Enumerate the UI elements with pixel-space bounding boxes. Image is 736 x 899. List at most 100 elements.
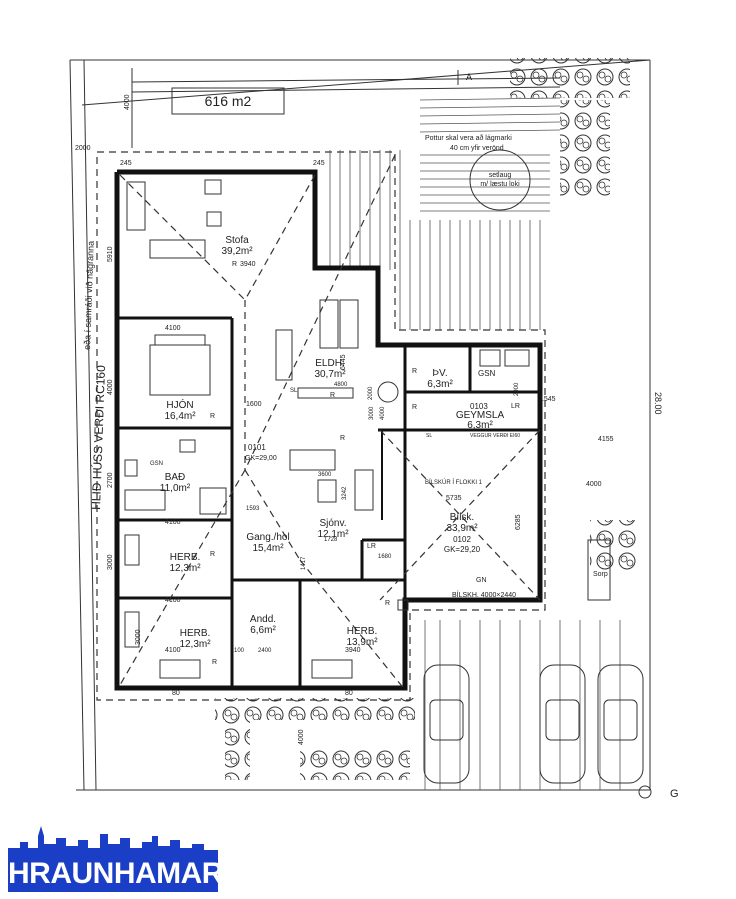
dim: 245 [313, 160, 325, 167]
gn-label: GN [476, 577, 487, 584]
r-label-6: R [210, 551, 215, 558]
car-2 [539, 664, 586, 784]
r-label-8: R [385, 600, 390, 607]
lot-boundary [69, 59, 651, 791]
room-hjon-area: 16,4m² [164, 411, 196, 422]
wall-class: VEGGUR VERÐI EI60 [470, 433, 520, 439]
dim: 2700 [107, 472, 114, 488]
sl-label-2: SL [426, 433, 432, 439]
trees [215, 58, 640, 780]
dim: 1417 [301, 556, 307, 570]
interior-walls [117, 316, 540, 688]
dim: 100 [234, 648, 245, 654]
car-1 [423, 664, 470, 784]
r-label-2: R [330, 392, 335, 399]
room-gang-name: Gang./hol [246, 532, 289, 543]
room-sjonv-area: 12,1m² [317, 529, 349, 540]
room-sjonv-name: Sjónv. [319, 518, 346, 529]
build-outline [96, 151, 546, 701]
r-label-7: R [212, 659, 217, 666]
dim: 4000 [380, 406, 386, 420]
sl-label: SL [290, 388, 298, 394]
room-bad-name: BAÐ [165, 472, 186, 483]
dim: 245 [120, 160, 132, 167]
dim: 6285 [515, 514, 522, 530]
r-label-9: R [412, 404, 417, 411]
hraunhamar-logo: HRAUNHAMAR [8, 826, 223, 892]
room-andd-name: Andd. [250, 614, 276, 625]
hot-tub [469, 149, 531, 211]
dim: 4100 [165, 597, 181, 604]
furniture [124, 179, 611, 679]
dim: 2400 [258, 648, 272, 654]
exterior-walls [114, 169, 543, 691]
room-herb2-name: HERB. [180, 628, 211, 639]
dim: 1545 [540, 396, 556, 403]
room-thv-name: ÞV. [432, 368, 447, 379]
dim: 4000 [586, 481, 602, 488]
lr-label-2: LR [367, 543, 376, 550]
storage-id: 0103 [470, 402, 488, 411]
room-stofa-area: 39,2m² [221, 246, 253, 257]
dim: 80 [172, 690, 180, 697]
room-labels: Stofa 39,2m² ELDH. 30,7m² HJÓN 16,4m² BA… [160, 235, 505, 650]
dim: 2900 [514, 382, 520, 396]
sorp-label: Sorp [593, 571, 608, 578]
r-label-1: R [232, 261, 237, 268]
apartment-id: 0101 [248, 443, 266, 452]
dim: 4000 [298, 729, 305, 745]
dim: 4100 [165, 325, 181, 332]
dim: 1680 [378, 554, 392, 560]
dim: 4800 [334, 382, 348, 388]
area-box [171, 87, 285, 115]
r-label-3: R [412, 368, 417, 375]
dim: 3000 [369, 406, 375, 420]
dim: 1593 [246, 506, 260, 512]
cars [423, 664, 644, 784]
garage-id: 0102 [453, 535, 471, 544]
tub-note-2: 40 cm yfir verönd [450, 145, 504, 152]
dim: 2000 [368, 386, 374, 400]
room-bad-area: 11,0m² [160, 483, 191, 494]
section-marker-circle [638, 785, 652, 799]
dim: 80 [345, 690, 353, 697]
room-hjon-name: HJÓN [166, 398, 193, 411]
room-herb3-area: 13,9m² [346, 637, 378, 648]
garage-door-label: BÍLSKH. 4000×2440 [452, 590, 516, 599]
north-marker: A [466, 72, 472, 82]
r-label-5: R [340, 435, 345, 442]
section-marker: G [670, 788, 679, 800]
dim: 6445 [340, 354, 347, 370]
room-herb1-name: HERB. [170, 552, 201, 563]
room-herb3-name: HERB. [347, 626, 378, 637]
boundary-text-2: eða í samráði við nágranna [82, 241, 96, 350]
dim: 3000 [135, 629, 142, 645]
dim: 4100 [165, 519, 181, 526]
dim: 3940 [345, 647, 361, 654]
dim: 5735 [446, 495, 462, 502]
dim: 1600 [246, 401, 262, 408]
room-eldh-area: 30,7m² [314, 369, 346, 380]
room-geymsla-name: GEYMSLA [456, 410, 505, 421]
room-bilsk-area: 33,9m² [446, 523, 478, 534]
dim: 28.00 [653, 392, 663, 415]
area-box-text: 616 m2 [205, 93, 252, 109]
car-3 [597, 664, 644, 784]
room-eldh-name: ELDH. [315, 358, 344, 369]
apartment-gk: GK=29,00 [245, 455, 277, 462]
tub-label-2: m/ læstu loki [480, 181, 520, 188]
room-stofa-name: Stofa [225, 235, 249, 246]
tub-label-1: setlaug [489, 172, 512, 179]
gsn-label-2: GSN [150, 461, 163, 467]
room-geymsla-area: 6,3m² [467, 420, 493, 431]
dim: 4155 [598, 436, 614, 443]
dim: 1728 [324, 537, 338, 543]
lr-label-1: LR [511, 403, 520, 410]
room-herb2-area: 12,3m² [179, 639, 211, 650]
dim: 2000 [75, 145, 91, 152]
r-label-4: R [210, 413, 215, 420]
room-herb1-area: 12,3m² [169, 563, 201, 574]
room-thv-area: 6,3m² [427, 379, 453, 390]
dimension-labels: 4000 2000 245 245 5910 3940 4100 4000 16… [75, 94, 663, 745]
